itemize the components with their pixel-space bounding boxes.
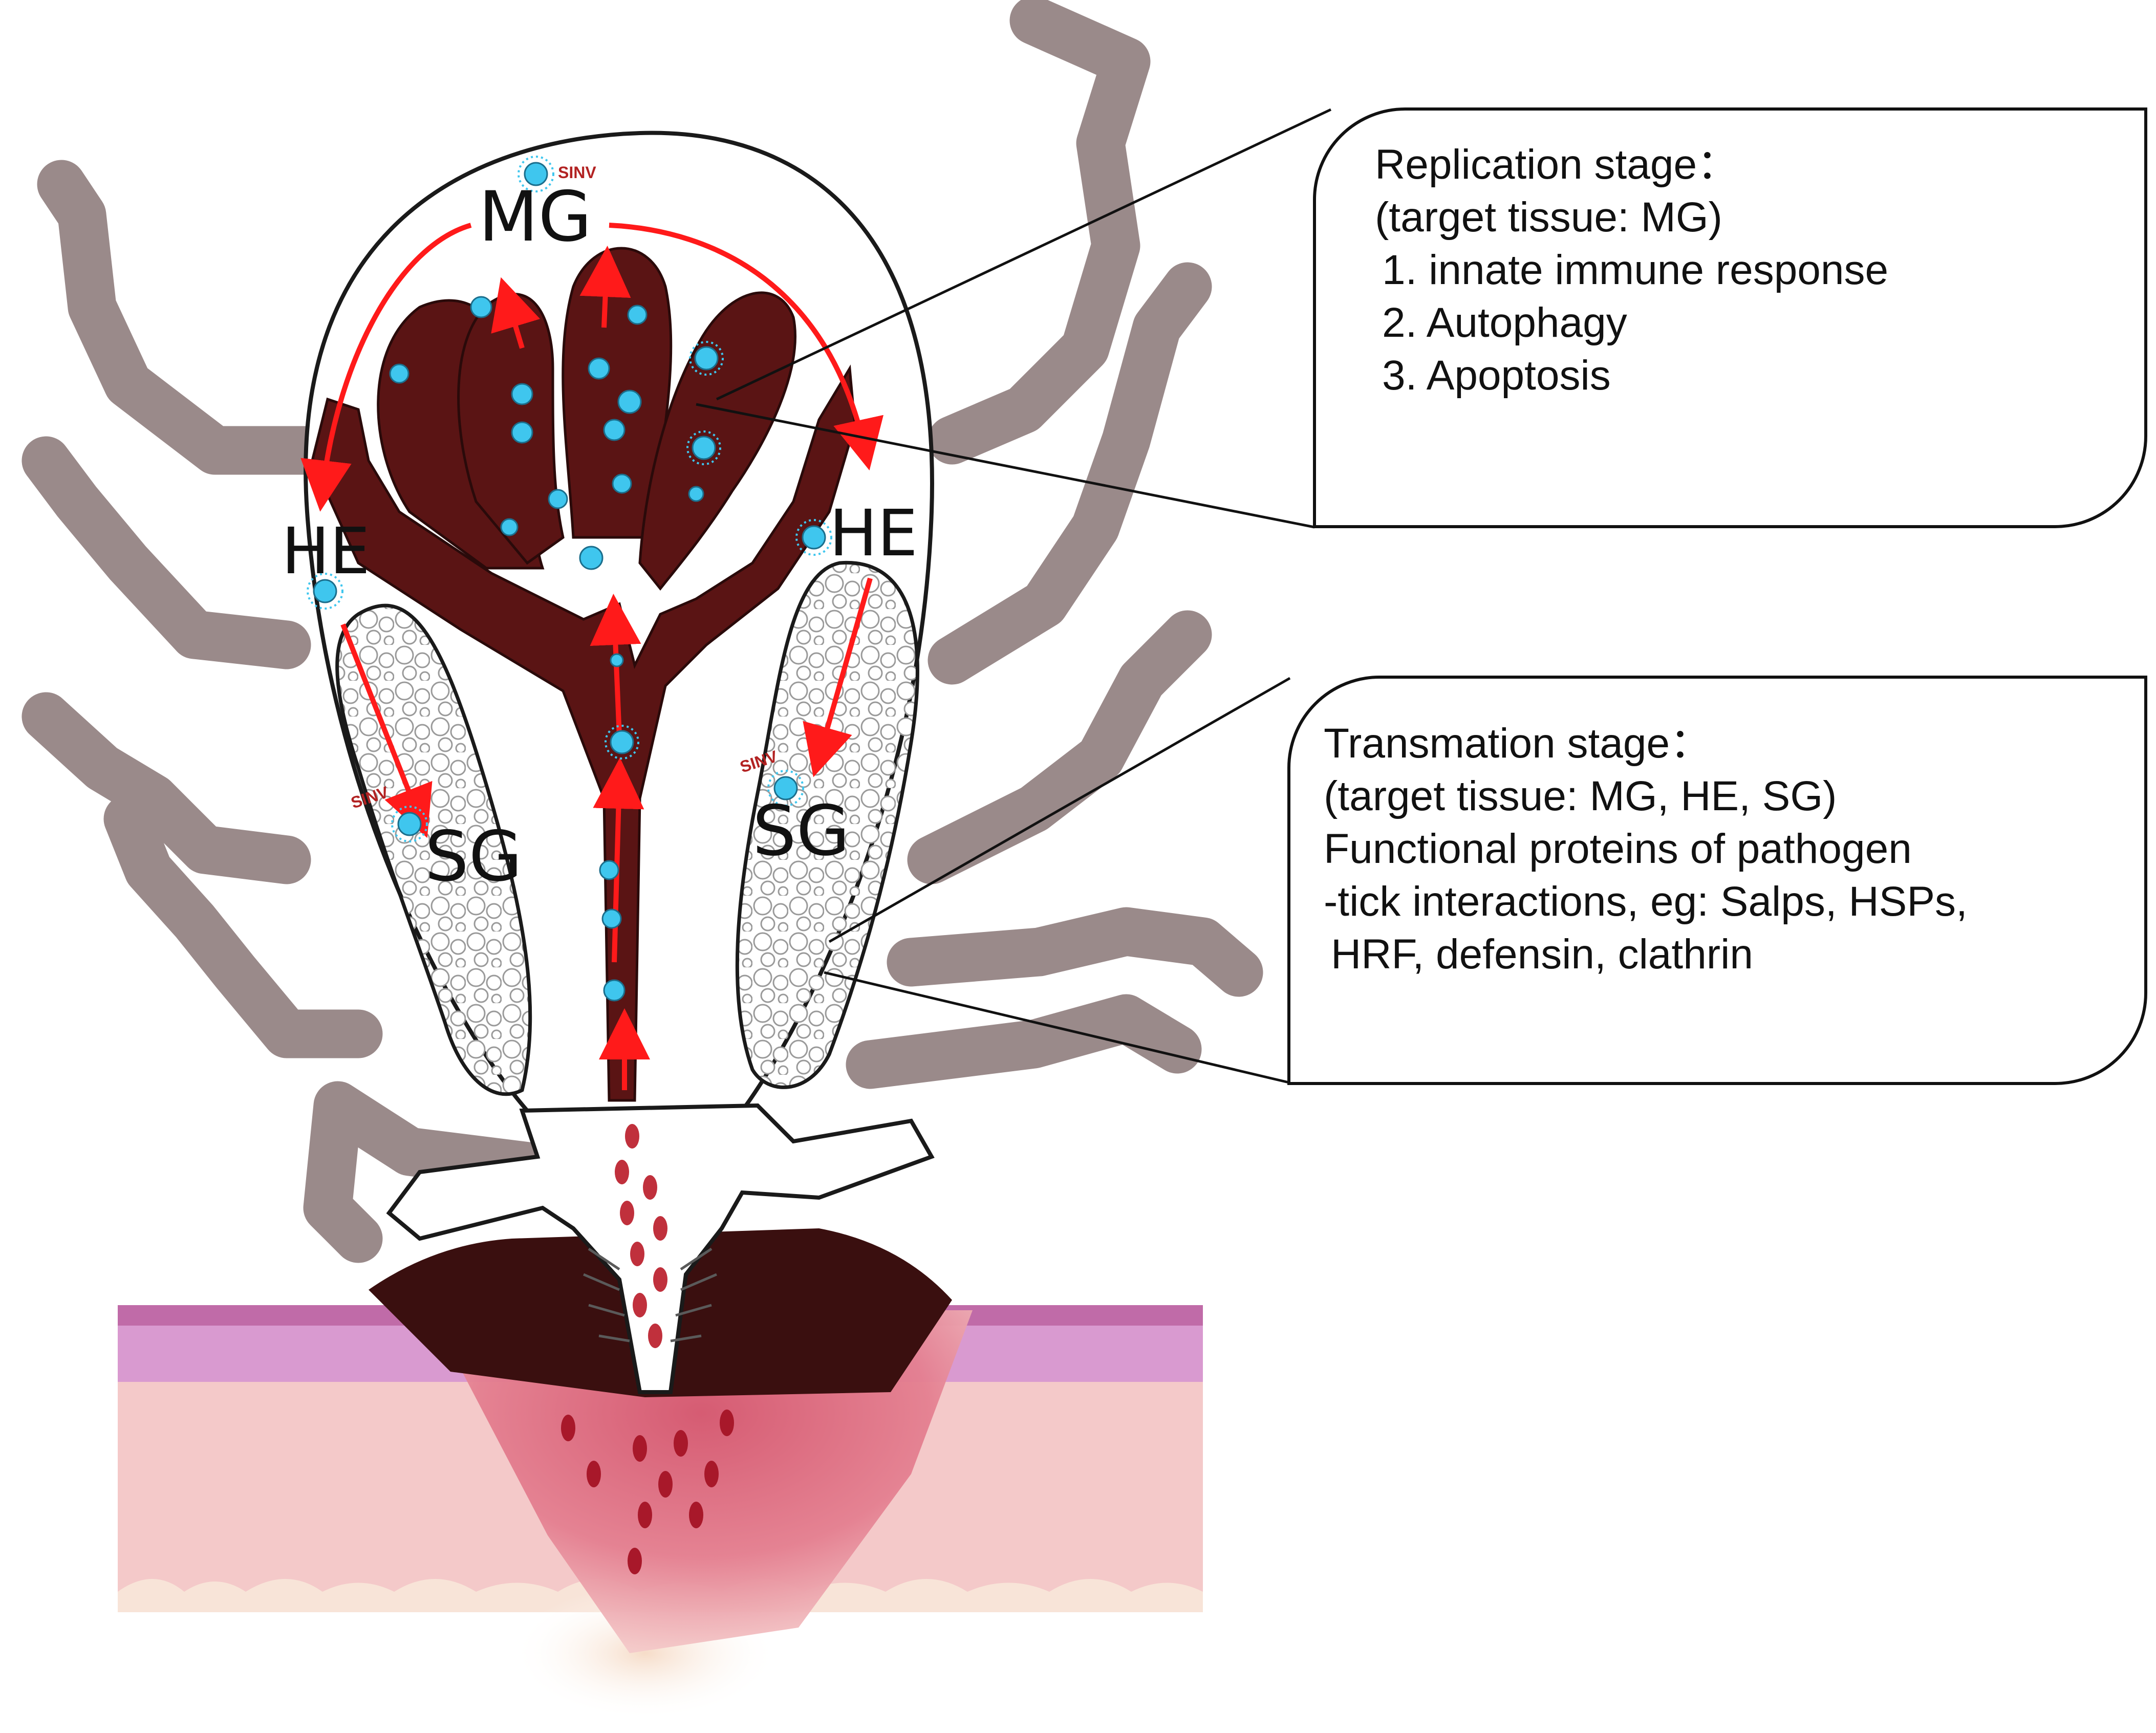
arrow-he-to-sg-left [340,623,433,838]
label-sg-left: SG [425,816,522,897]
transmission-title: Transmation stage： [1324,720,1712,767]
sinv-virions [313,162,826,1002]
pointer-replication-upper [716,108,1332,401]
tick-leg [21,0,1263,1263]
capitulum [386,1103,935,1394]
label-he-left: HE [282,514,370,589]
transmission-text: -tick interactions, eg: Salps, HSPs, [1324,878,1968,925]
blood-cells-mouthparts [615,1124,667,1348]
replication-item: 3. Apoptosis [1382,352,1611,399]
tick-legs [21,0,1263,1263]
replication-item: 2. Autophagy [1382,299,1627,346]
callout-replication-stage: Replication stage： (target tissue: MG) 1… [1313,107,2147,528]
arrow-he-to-sg-right [803,577,873,777]
midgut [311,247,856,1102]
arrow-midgut-up-3 [590,594,641,738]
label-sg-right: SG [752,791,850,871]
pointer-replication-lower [696,403,1315,529]
transmission-target: (target tissue: MG, HE, SG) [1324,773,1837,819]
pointer-transmission-lower [824,971,1289,1084]
replication-target: (target tissue: MG) [1375,194,1722,241]
transmission-text: HRF, defensin, clathrin [1331,931,1753,978]
label-mg: MG [479,177,592,257]
blood-cells-skin [561,1410,734,1574]
hypostome-barbs [583,1247,717,1342]
arrow-mg-to-he-left [300,223,472,512]
label-sinv-top: SINV [558,163,596,182]
arrow-branch-up-2 [579,246,631,328]
pointer-transmission-upper [828,677,1291,943]
callout-transmission-stage: Transmation stage： (target tissue: MG, H… [1287,676,2147,1085]
salivary-gland-right [735,560,919,1089]
callout-pointers [696,108,1332,1084]
label-he-right: HE [829,496,918,571]
virus-spread-arrows [300,223,883,1090]
replication-title: Replication stage： [1375,141,1739,188]
transmission-text: Functional proteins of pathogen [1324,826,1912,872]
replication-item: 1. innate immune response [1382,247,1889,293]
arrow-mg-to-he-right [609,223,883,471]
virion-spikes [307,156,832,842]
arrow-branch-up-1 [491,277,541,349]
